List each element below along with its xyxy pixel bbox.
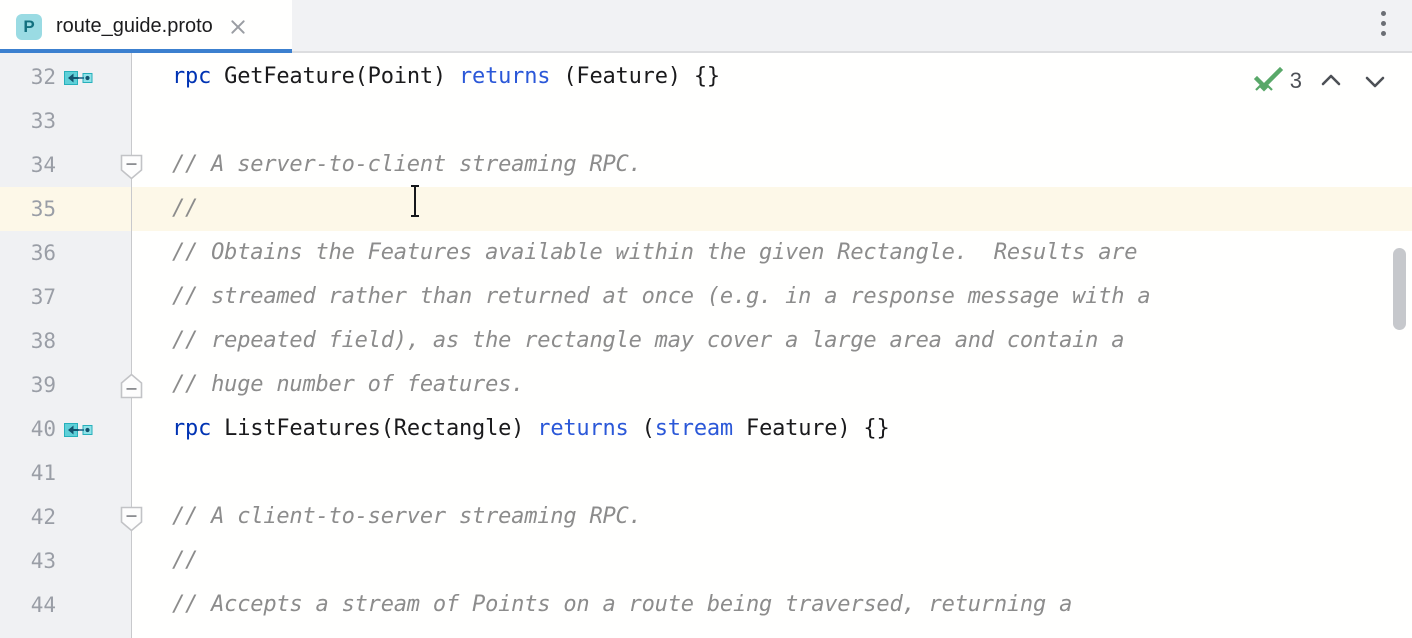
code-token: ( [628,416,655,441]
comment-token: // A server-to-client streaming RPC. [172,152,642,177]
chevron-up-icon[interactable] [1316,66,1346,96]
code-line[interactable]: 40 rpc ListFeatures(Rectangle) returns (s… [0,407,1412,451]
editor-tab-route-guide-proto[interactable]: P route_guide.proto [0,0,292,53]
code-line[interactable]: 37 // streamed rather than returned at on… [0,275,1412,319]
keyword-token: rpc [172,416,212,441]
comment-token: // Obtains the Features available within… [172,240,1138,265]
kebab-dot [1380,11,1386,16]
code-text[interactable]: // huge number of features. [172,363,524,407]
grpc-endpoint-icon[interactable] [64,69,94,87]
line-number: 34 [30,153,56,177]
line-number: 37 [30,285,56,309]
fold-collapse-icon[interactable] [120,506,143,532]
kebab-dot [1380,21,1386,26]
line-number: 44 [30,593,56,617]
chevron-down-icon[interactable] [1360,66,1390,96]
code-line[interactable]: 41 [0,451,1412,495]
editor-tab-bar: P route_guide.proto [0,0,1412,53]
code-text[interactable]: rpc ListFeatures(Rectangle) returns (str… [172,407,890,451]
code-text[interactable]: // streamed rather than returned at once… [172,275,1151,319]
fold-region-line [131,163,132,358]
code-text[interactable]: rpc GetFeature(Point) returns (Feature) … [172,55,720,99]
code-line[interactable]: 44 // Accepts a stream of Points on a rou… [0,583,1412,627]
scrollbar-thumb[interactable] [1393,248,1406,330]
keyword-token: returns [537,416,629,441]
code-text[interactable]: // A client-to-server streaming RPC. [172,495,642,539]
close-icon[interactable] [227,16,249,38]
line-number: 39 [30,373,56,397]
tab-label: route_guide.proto [56,15,213,37]
fold-collapse-icon[interactable] [120,154,143,180]
code-line[interactable]: 42 // A client-to-server streaming RPC. [0,495,1412,539]
code-token: Feature) {} [732,416,890,441]
kebab-dot [1380,31,1386,36]
line-number: 33 [30,109,56,133]
code-token: ListFeatures(Rectangle) [211,416,538,441]
comment-token: // Accepts a stream of Points on a route… [172,592,1073,617]
proto-file-icon: P [16,13,42,40]
tab-bar-divider [0,51,1412,53]
code-text[interactable]: // [172,187,198,231]
code-text[interactable]: // A server-to-client streaming RPC. [172,143,642,187]
line-number: 40 [30,417,56,441]
grpc-endpoint-icon[interactable] [64,421,94,439]
text-ibeam-cursor [408,184,422,218]
editor-gutter[interactable] [0,53,131,638]
code-text[interactable]: // Accepts a stream of Points on a route… [172,583,1072,627]
code-token: (Feature) {} [550,64,720,89]
line-number: 38 [30,329,56,353]
kebab-menu-icon[interactable] [1370,11,1396,41]
line-number: 41 [30,461,56,485]
inspection-widget: 3 [1253,64,1390,98]
keyword-token: stream [654,416,733,441]
line-number: 32 [30,65,56,89]
code-line[interactable]: 34 // A server-to-client streaming RPC. [0,143,1412,187]
line-number: 35 [30,197,56,221]
comment-token: // streamed rather than returned at once… [172,284,1151,309]
line-number: 36 [30,241,56,265]
keyword-token: returns [459,64,551,89]
code-text[interactable]: // [172,539,198,583]
comment-token: // A client-to-server streaming RPC. [172,504,642,529]
line-number: 42 [30,505,56,529]
comment-token: // [172,196,199,221]
code-line[interactable]: 36 // Obtains the Features available with… [0,231,1412,275]
code-line[interactable]: 38 // repeated field), as the rectangle m… [0,319,1412,363]
code-text[interactable]: // Obtains the Features available within… [172,231,1138,275]
code-line[interactable]: 33 [0,99,1412,143]
code-token: GetFeature(Point) [211,64,459,89]
comment-token: // huge number of features. [172,372,525,397]
keyword-token: rpc [172,64,212,89]
code-line[interactable]: 43 // [0,539,1412,583]
comment-token: // [172,548,199,573]
fold-collapse-icon[interactable] [120,373,143,399]
active-tab-indicator [0,49,292,53]
code-text[interactable]: // repeated field), as the rectangle may… [172,319,1124,363]
code-line[interactable]: 35 // [0,187,1412,231]
comment-token: // repeated field), as the rectangle may… [172,328,1125,353]
code-line[interactable]: 32 rpc GetFeature(Point) returns (Feature… [0,55,1412,99]
editor-scrollbar[interactable] [1388,53,1412,638]
line-number: 43 [30,549,56,573]
inspection-count: 3 [1289,68,1302,93]
code-line[interactable]: 39 // huge number of features. [0,363,1412,407]
inspections-ok-with-warnings-icon[interactable] [1253,66,1285,95]
